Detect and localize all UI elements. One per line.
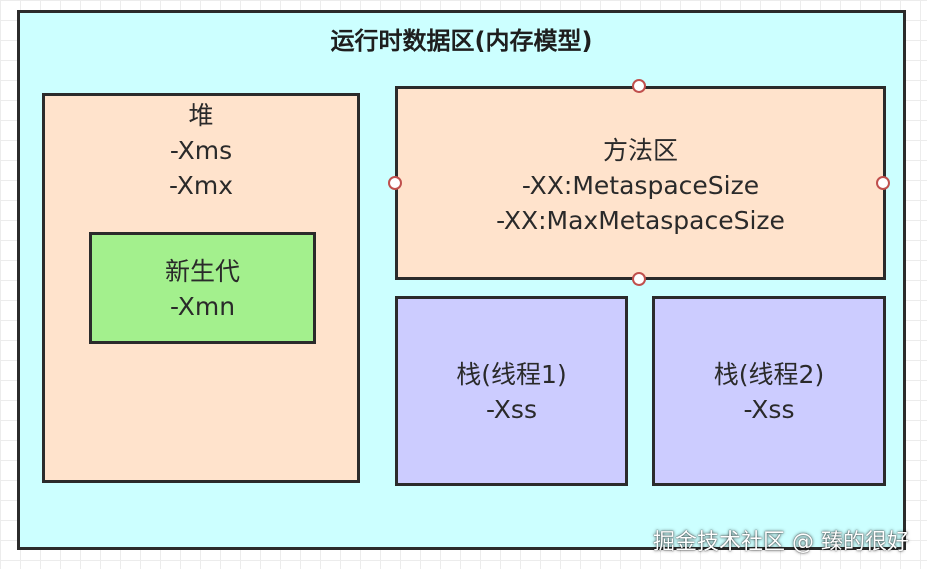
heap-label: 堆 [188, 101, 214, 130]
runtime-data-area-title: 运行时数据区(内存模型) [330, 27, 593, 55]
stack-thread-2-box[interactable]: 栈(线程2) -Xss [652, 296, 886, 486]
stack-thread-1-label: 栈(线程1) [456, 360, 567, 389]
resize-handle-bottom[interactable] [632, 272, 646, 286]
stack-thread-2-label: 栈(线程2) [713, 360, 825, 389]
metaspace-size-param: -XX:MetaspaceSize [521, 171, 760, 200]
method-area-box[interactable]: 方法区 -XX:MetaspaceSize -XX:MaxMetaspaceSi… [395, 86, 886, 280]
resize-handle-left[interactable] [388, 176, 402, 190]
young-generation-label: 新生代 [164, 257, 240, 286]
stack-thread-1-xss-param: -Xss [486, 395, 537, 424]
heap-xms-param: -Xms [169, 136, 233, 165]
resize-handle-top[interactable] [632, 79, 646, 93]
young-generation-xmn-param: -Xmn [169, 292, 236, 321]
watermark-text: 掘金技术社区 @ 臻的很好 [653, 530, 909, 555]
young-generation-box[interactable]: 新生代 -Xmn [89, 232, 316, 344]
heap-xmx-param: -Xmx [168, 171, 234, 200]
method-area-label: 方法区 [602, 136, 678, 165]
stack-thread-1-box[interactable]: 栈(线程1) -Xss [395, 296, 628, 486]
stack-thread-2-xss-param: -Xss [743, 395, 795, 424]
resize-handle-right[interactable] [876, 176, 890, 190]
max-metaspace-size-param: -XX:MaxMetaspaceSize [496, 206, 785, 235]
